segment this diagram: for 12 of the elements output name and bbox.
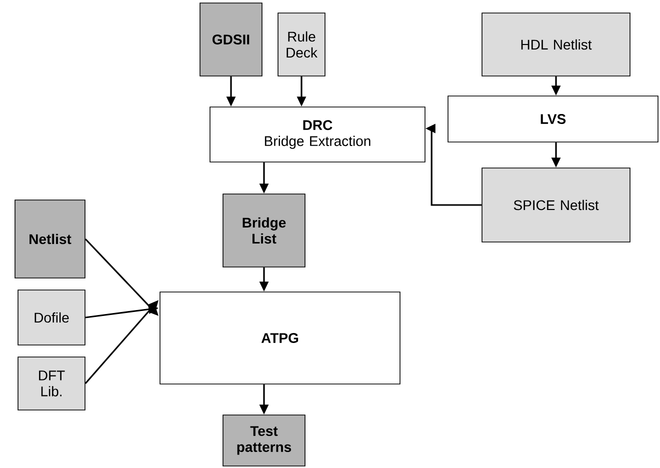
input-box: SPICE Netlist xyxy=(482,168,630,242)
input-box: Netlist xyxy=(14,200,86,278)
input-box: GDSII xyxy=(200,2,262,76)
input-box: Dofile xyxy=(18,290,86,346)
process-box: ATPG xyxy=(160,292,400,384)
process-box: DRC Bridge Extraction xyxy=(210,106,426,162)
input-box: HDL Netlist xyxy=(482,12,630,76)
input-box: DFT Lib. xyxy=(18,356,86,410)
input-box: Test patterns xyxy=(222,414,306,466)
process-box: LVS xyxy=(448,96,658,142)
input-box: Bridge List xyxy=(222,194,306,268)
input-box: Rule Deck xyxy=(278,12,326,76)
